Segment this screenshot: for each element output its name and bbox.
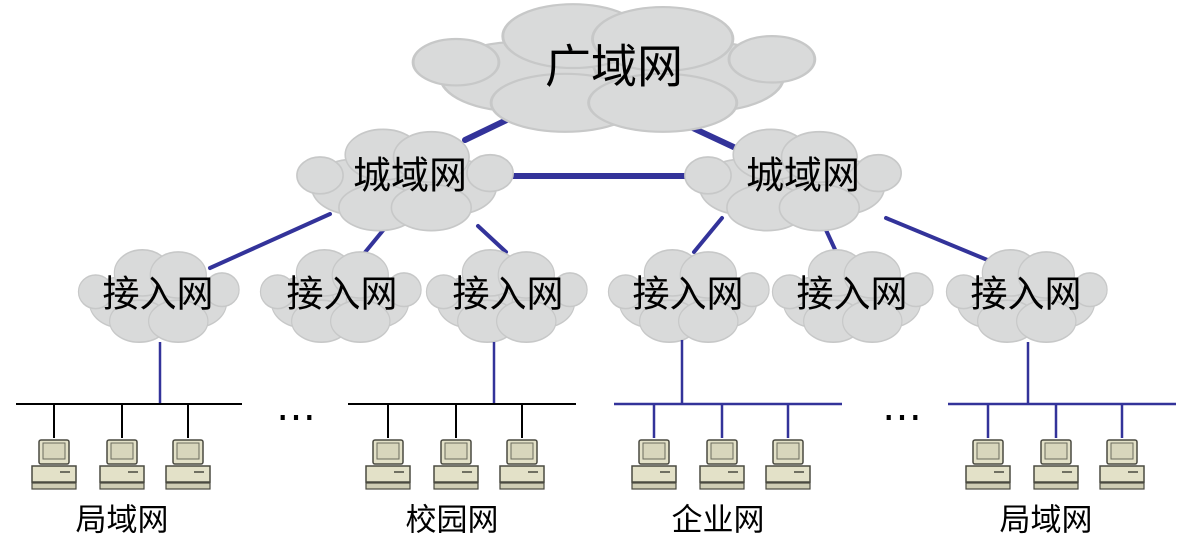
metro-label: 城域网 (353, 154, 467, 198)
access-cloud-2: 接入网 (259, 249, 422, 343)
lan-segment-1: 局域网 (16, 403, 242, 539)
access-cloud-1: 接入网 (77, 249, 240, 343)
computer-icon (631, 439, 677, 490)
computer-icon (1033, 439, 1079, 490)
access-lan-links (158, 340, 1030, 404)
access-label: 接入网 (971, 273, 1082, 316)
ellipsis-left: … (276, 384, 316, 430)
ellipsis-right: … (882, 384, 922, 430)
lan-label: 企业网 (672, 503, 765, 539)
access-label: 接入网 (453, 273, 564, 316)
access-label: 接入网 (797, 273, 908, 316)
computer-icon (433, 439, 479, 490)
link-metro2-access4 (692, 216, 724, 254)
access-cloud-4: 接入网 (607, 249, 770, 343)
lan-segment-4: 局域网 (948, 402, 1176, 539)
link-metro1-access1 (208, 212, 332, 270)
lan-segment-3: 企业网 (614, 402, 842, 539)
link-metro1-access2 (360, 226, 387, 258)
computer-icon (699, 439, 745, 490)
computer-icon (31, 439, 77, 490)
access-label: 接入网 (633, 273, 744, 316)
lan-label: 校园网 (406, 503, 499, 539)
access-cloud-5: 接入网 (771, 249, 934, 343)
metro-cloud-left: 城域网 (296, 128, 515, 232)
computer-icon (165, 439, 211, 490)
lan-segment-2: 校园网 (348, 403, 576, 539)
computer-icon (765, 439, 811, 490)
metro-label: 城域网 (746, 154, 860, 198)
lan-label: 局域网 (1000, 503, 1093, 539)
link-metro2-access6 (884, 216, 1004, 268)
access-cloud-3: 接入网 (425, 249, 588, 343)
lan-label: 局域网 (76, 503, 169, 539)
computer-icon (1099, 439, 1145, 490)
link-metro1-access3 (476, 224, 508, 254)
wan-label: 广域网 (545, 40, 683, 94)
computer-icon (99, 439, 145, 490)
metro-access-links (208, 212, 1004, 270)
access-label: 接入网 (103, 273, 214, 316)
access-label: 接入网 (287, 273, 398, 316)
computer-icon (965, 439, 1011, 490)
computer-icon (365, 439, 411, 490)
computer-icon (499, 439, 545, 490)
access-cloud-6: 接入网 (945, 249, 1108, 343)
wan-cloud: 广域网 (411, 2, 817, 134)
metro-cloud-right: 城域网 (684, 128, 903, 232)
